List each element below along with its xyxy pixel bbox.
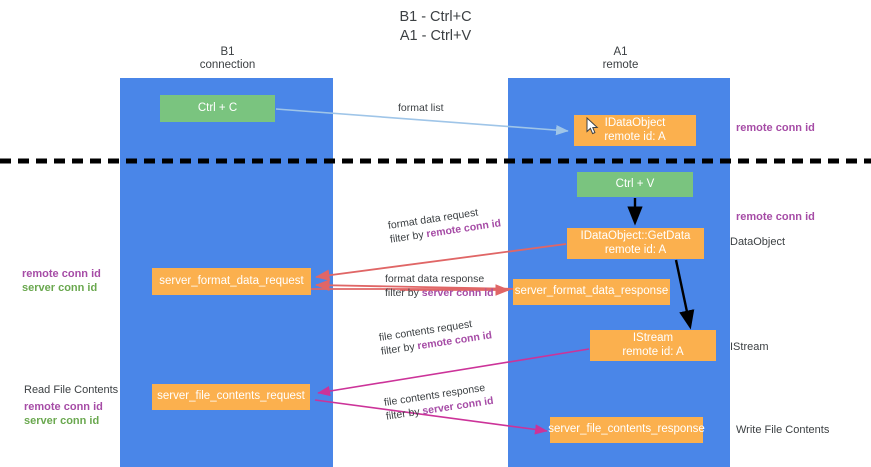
edge-label-format-list-line1: format list bbox=[398, 102, 444, 114]
box-ctrl-v[interactable]: Ctrl + V bbox=[577, 172, 693, 197]
lane-header-b1-line2: connection bbox=[199, 59, 256, 71]
diagram-title: B1 - Ctrl+C A1 - Ctrl+V bbox=[0, 8, 871, 46]
title-line-1: B1 - Ctrl+C bbox=[399, 9, 472, 25]
box-server-format-data-response[interactable]: server_format_data_response bbox=[513, 279, 670, 305]
box-istream-remote-id: remote id: A bbox=[622, 345, 684, 358]
lane-header-b1-line1: B1 bbox=[220, 46, 235, 58]
box-getdata-label: IDataObject::GetData bbox=[580, 230, 691, 242]
box-server-file-contents-response-label: server_file_contents_response bbox=[548, 423, 705, 436]
box-server-file-contents-request[interactable]: server_file_contents_request bbox=[152, 384, 310, 410]
title-line-2: A1 - Ctrl+V bbox=[399, 28, 472, 44]
edge-label-format-data-response: format data response filter by server co… bbox=[385, 272, 494, 300]
annotation-left-remote-conn-id-mid: remote conn id bbox=[22, 268, 101, 280]
filter-prefix: filter by bbox=[385, 405, 424, 423]
box-server-format-data-request-label: server_format_data_request bbox=[159, 274, 304, 287]
lane-header-a1: A1 remote bbox=[518, 46, 723, 72]
filter-prefix: filter by bbox=[389, 228, 428, 246]
lane-header-a1-line2: remote bbox=[602, 59, 639, 71]
filter-prefix: filter by bbox=[385, 287, 422, 299]
box-getdata-remote-id: remote id: A bbox=[604, 243, 667, 256]
box-istream-label: IStream bbox=[632, 332, 674, 344]
box-server-format-data-request[interactable]: server_format_data_request bbox=[152, 268, 311, 295]
edge-label-format-data-response-filter: filter by server conn id bbox=[385, 286, 494, 300]
annotation-dataobject: DataObject bbox=[730, 236, 786, 248]
annotation-remote-conn-id-top: remote conn id bbox=[736, 122, 815, 134]
annotation-remote-conn-id-mid: remote conn id bbox=[736, 211, 815, 223]
box-idataobject-getdata[interactable]: IDataObject::GetData remote id: A bbox=[567, 228, 704, 259]
annotation-left-server-conn-id-mid: server conn id bbox=[22, 281, 98, 294]
annotation-istream: IStream bbox=[730, 341, 769, 353]
filter-value: server conn id bbox=[421, 287, 494, 299]
edge-label-format-data-response-line1: format data response bbox=[385, 273, 485, 285]
box-istream[interactable]: IStream remote id: A bbox=[590, 330, 716, 361]
edge-label-format-data-request: format data request filter by remote con… bbox=[387, 202, 502, 246]
edge-label-file-contents-request: file contents request filter by remote c… bbox=[378, 314, 493, 358]
box-idataobject-label: IDataObject bbox=[604, 117, 666, 129]
annotation-left-conn-ids-mid: remote conn id server conn id bbox=[22, 268, 101, 295]
annotation-write-file-contents: Write File Contents bbox=[736, 424, 830, 436]
annotation-read-file-contents: Read File Contents bbox=[24, 384, 119, 396]
edge-label-format-list: format list bbox=[398, 101, 444, 115]
filter-prefix: filter by bbox=[380, 340, 419, 358]
lane-header-a1-line1: A1 bbox=[613, 46, 628, 58]
box-ctrl-v-label: Ctrl + V bbox=[615, 177, 655, 190]
box-ctrl-c-label: Ctrl + C bbox=[197, 101, 238, 114]
box-idataobject-remote-id: remote id: A bbox=[604, 130, 666, 143]
box-server-format-data-response-label: server_format_data_response bbox=[514, 285, 669, 298]
box-ctrl-c[interactable]: Ctrl + C bbox=[160, 95, 275, 122]
annotation-left-server-conn-id-bottom: server conn id bbox=[24, 414, 100, 427]
mouse-cursor-icon bbox=[586, 117, 599, 135]
edge-label-file-contents-response: file contents response filter by server … bbox=[383, 380, 494, 424]
lane-header-b1: B1 connection bbox=[130, 46, 325, 72]
annotation-left-remote-conn-id-bottom: remote conn id bbox=[24, 401, 103, 413]
box-server-file-contents-response[interactable]: server_file_contents_response bbox=[548, 417, 705, 443]
annotation-left-conn-ids-bottom: remote conn id server conn id bbox=[24, 401, 103, 428]
box-server-file-contents-request-label: server_file_contents_request bbox=[157, 390, 305, 403]
